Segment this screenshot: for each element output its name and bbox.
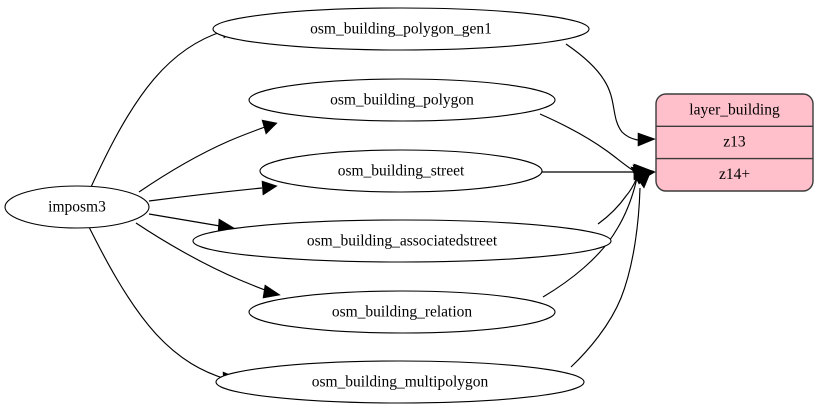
node-label: osm_building_associatedstreet	[307, 233, 498, 250]
node-osm_building_polygon[interactable]: osm_building_polygon	[248, 78, 556, 122]
edge-path	[597, 174, 639, 225]
node-layer_building[interactable]: layer_building z13 z14+	[655, 93, 814, 192]
node-label: osm_building_polygon_gen1	[310, 21, 492, 38]
edge-path	[539, 113, 635, 172]
node-osm_building_multipolygon[interactable]: osm_building_multipolygon	[215, 360, 585, 404]
edge-imposm3-to-relation[interactable]	[135, 222, 281, 299]
edge-path	[570, 187, 641, 368]
node-label: osm_building_polygon	[330, 92, 474, 109]
edge-path	[542, 177, 638, 298]
edge-path	[148, 187, 263, 202]
edge-imposm3-to-street[interactable]	[148, 180, 278, 202]
node-imposm3[interactable]: imposm3	[4, 185, 150, 229]
arrow-head	[261, 180, 278, 196]
node-osm_building_polygon_gen1[interactable]: osm_building_polygon_gen1	[212, 7, 590, 51]
record-row-zoom-z14plus: z14+	[719, 166, 750, 183]
record-background	[655, 93, 814, 192]
node-label: osm_building_street	[338, 163, 465, 180]
edge-imposm3-to-polygon-gen1[interactable]	[90, 23, 238, 188]
edge-path	[138, 126, 266, 193]
record-row-zoom-z13: z13	[723, 134, 746, 151]
node-osm_building_street[interactable]: osm_building_street	[259, 149, 543, 193]
node-shape	[215, 360, 585, 404]
arrow-head	[632, 170, 652, 189]
arrow-head	[261, 119, 278, 135]
edge-polygon-gen1-to-layer-z13[interactable]	[565, 43, 656, 147]
node-shape	[212, 7, 590, 51]
edge-path	[135, 222, 269, 292]
edge-imposm3-to-polygon[interactable]	[138, 119, 278, 193]
node-osm_building_associatedstreet[interactable]: osm_building_associatedstreet	[192, 219, 612, 263]
node-label: osm_building_multipolygon	[312, 374, 489, 391]
node-shape	[259, 149, 543, 193]
edge-path	[565, 43, 639, 141]
arrow-head	[637, 132, 656, 147]
arrow-head	[262, 284, 281, 299]
node-shape	[248, 78, 556, 122]
record-row-layer-name: layer_building	[689, 102, 780, 119]
node-osm_building_relation[interactable]: osm_building_relation	[248, 290, 556, 334]
node-shape	[248, 290, 556, 334]
edge-group-tables-to-layer	[539, 43, 656, 368]
edge-multipolygon-to-layer-z14plus[interactable]	[570, 170, 652, 368]
node-label: imposm3	[48, 199, 106, 216]
node-shape	[4, 185, 150, 229]
node-shape	[192, 219, 612, 263]
node-label: osm_building_relation	[332, 304, 473, 321]
edge-path	[88, 226, 227, 380]
edge-path	[148, 213, 221, 227]
edge-path	[90, 30, 225, 188]
